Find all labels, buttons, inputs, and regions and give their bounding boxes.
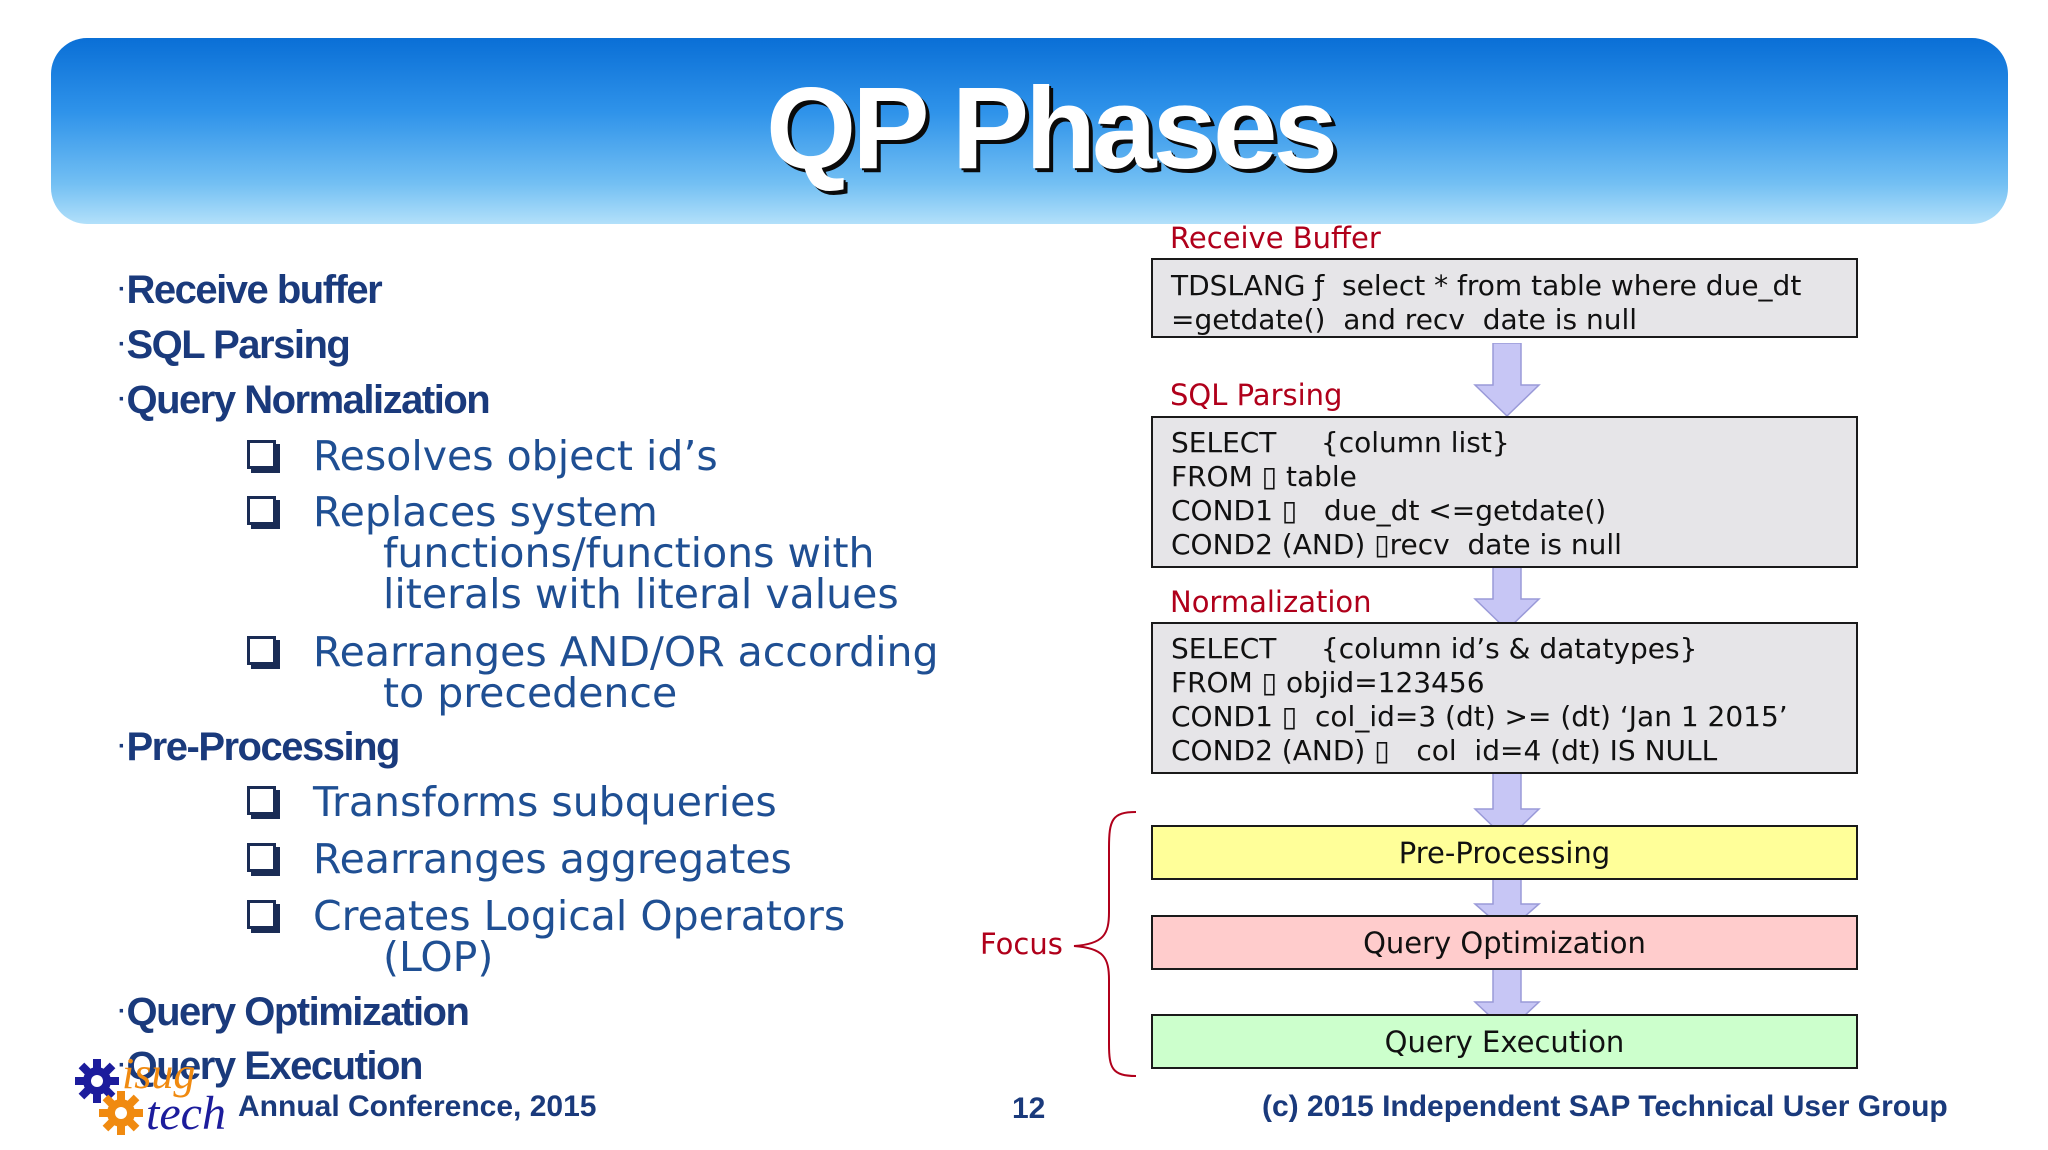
stage-label-normalization: Normalization xyxy=(1170,585,1372,619)
sub-bullet-resolves-ids: Resolves object id’s xyxy=(313,432,718,480)
code-line: TDSLANG ƒ select * from table where due_… xyxy=(1171,269,1802,302)
sub-bullet-replaces-system-cont2: literals with literal values xyxy=(383,570,899,618)
sub-bullet-transforms-subqueries: Transforms subqueries xyxy=(313,778,777,826)
bullet-text: Query Normalization xyxy=(126,378,491,422)
down-arrow-icon xyxy=(1473,343,1541,418)
bullet-text: Query Optimization xyxy=(126,990,470,1034)
phase-box-query-optimization: Query Optimization xyxy=(1151,915,1858,970)
bullet-pre-processing: ·Pre-Processing xyxy=(118,725,401,769)
code-line: SELECT {column list} xyxy=(1171,426,1510,459)
title-banner xyxy=(51,38,2008,224)
phase-box-query-execution: Query Execution xyxy=(1151,1014,1858,1069)
slide-title: QP Phases xyxy=(765,63,1338,193)
bullet-query-optimization: ·Query Optimization xyxy=(118,990,470,1034)
code-line: FROM ▯ objid=123456 xyxy=(1171,666,1485,699)
sql-parsing-box: SELECT {column list} FROM ▯ table COND1 … xyxy=(1151,416,1858,568)
bullet-text: SQL Parsing xyxy=(126,323,351,367)
sub-bullet-rearranges-and-or: Rearranges AND/OR according xyxy=(313,628,939,676)
checkbox-bullet-icon xyxy=(247,786,276,815)
normalization-box: SELECT {column id’s & datatypes} FROM ▯ … xyxy=(1151,622,1858,774)
code-line: =getdate() and recv date is null xyxy=(1171,303,1638,336)
sub-bullet-rearranges-aggregates: Rearranges aggregates xyxy=(313,835,792,883)
checkbox-bullet-icon xyxy=(247,843,276,872)
sub-bullet-replaces-system-cont1: functions/functions with xyxy=(383,529,875,577)
checkbox-bullet-icon xyxy=(247,440,276,469)
bullet-sql-parsing: ·SQL Parsing xyxy=(118,323,351,367)
bullet-text: Pre-Processing xyxy=(126,725,401,769)
stage-label-sql-parsing: SQL Parsing xyxy=(1170,378,1343,412)
down-arrow-icon xyxy=(1473,767,1541,842)
bullet-query-normalization: ·Query Normalization xyxy=(118,378,491,422)
bullet-query-execution: ·Query Execution xyxy=(118,1044,424,1088)
sub-bullet-replaces-system: Replaces system xyxy=(313,488,658,536)
sub-bullet-rearranges-and-or-cont: to precedence xyxy=(383,669,678,717)
checkbox-bullet-icon xyxy=(247,496,276,525)
footer-conference: Annual Conference, 2015 xyxy=(238,1090,597,1123)
orange-gear-icon xyxy=(99,1091,143,1135)
focus-brace-icon xyxy=(1073,811,1137,1077)
code-line: COND1 ▯ col_id=3 (dt) >= (dt) ‘Jan 1 201… xyxy=(1171,700,1788,733)
logo-text-tech: tech xyxy=(146,1087,226,1140)
code-line: COND1 ▯ due_dt <=getdate() xyxy=(1171,494,1607,527)
stage-label-receive-buffer: Receive Buffer xyxy=(1170,221,1381,255)
phase-box-pre-processing: Pre-Processing xyxy=(1151,825,1858,880)
checkbox-bullet-icon xyxy=(247,900,276,929)
blue-gear-icon xyxy=(75,1059,119,1103)
down-arrow-icon xyxy=(1473,557,1541,632)
logo-text-isug: isug xyxy=(122,1049,196,1098)
code-line: COND2 (AND) ▯ col id=4 (dt) IS NULL xyxy=(1171,734,1718,767)
code-line: FROM ▯ table xyxy=(1171,460,1357,493)
checkbox-bullet-icon xyxy=(247,636,276,665)
sub-bullet-creates-lop: Creates Logical Operators xyxy=(313,892,846,940)
receive-buffer-box: TDSLANG ƒ select * from table where due_… xyxy=(1151,258,1858,338)
sub-bullet-creates-lop-cont: (LOP) xyxy=(383,933,494,981)
bullet-receive-buffer: ·Receive buffer xyxy=(118,268,383,312)
bullet-text: Receive buffer xyxy=(126,268,383,312)
focus-label: Focus xyxy=(980,927,1063,961)
footer-page-number: 12 xyxy=(1012,1092,1046,1125)
code-line: COND2 (AND) ▯recv date is null xyxy=(1171,528,1622,561)
bullet-text: Query Execution xyxy=(126,1044,424,1088)
code-line: SELECT {column id’s & datatypes} xyxy=(1171,632,1698,665)
footer-copyright: (c) 2015 Independent SAP Technical User … xyxy=(1262,1090,1948,1123)
